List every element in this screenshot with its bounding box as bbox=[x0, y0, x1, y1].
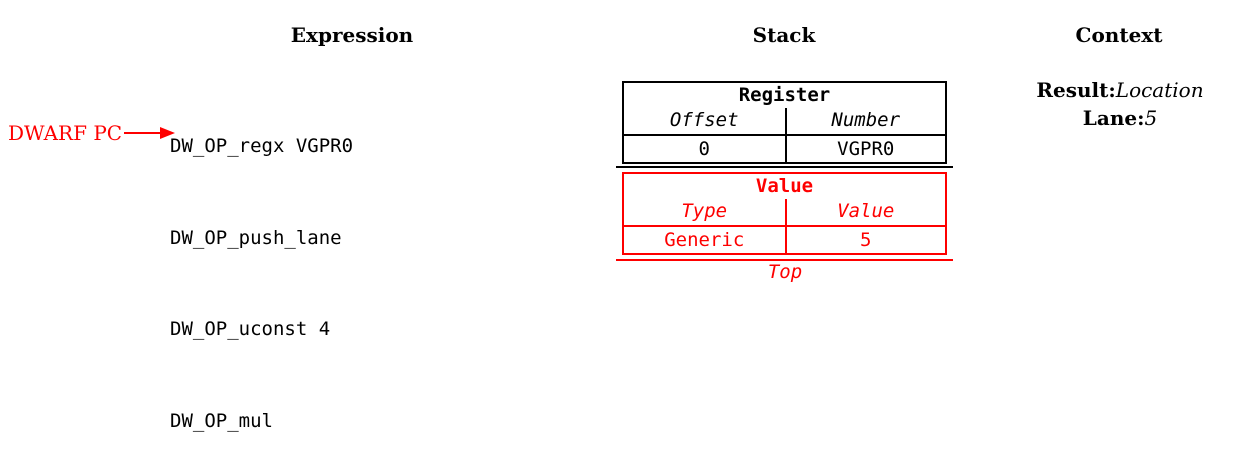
register-table-title: Register bbox=[738, 84, 831, 106]
lane-label: Lane: bbox=[1082, 106, 1145, 130]
value-value-header: Value bbox=[784, 199, 946, 225]
stack-value-entry-table: Value Type Value Generic 5 bbox=[622, 172, 947, 255]
register-number-header: Number bbox=[784, 108, 946, 134]
value-type-value: Generic bbox=[624, 225, 785, 253]
stack-column-header: Stack bbox=[752, 23, 816, 47]
expression-op: DW_OP_push_lane bbox=[170, 226, 342, 249]
stack-top-label: Top bbox=[767, 261, 803, 283]
expression-op: DW_OP_mul bbox=[170, 409, 273, 432]
expression-op-list: DW_OP_regx VGPR0 DW_OP_push_lane DW_OP_u… bbox=[170, 70, 353, 468]
register-number-value: VGPR0 bbox=[784, 134, 945, 162]
arrow-right-icon bbox=[124, 132, 161, 134]
dwarf-pc-label: DWARF PC bbox=[8, 121, 123, 145]
register-offset-header: Offset bbox=[669, 109, 739, 131]
result-label: Result: bbox=[1036, 78, 1116, 102]
lane-value: 5 bbox=[1144, 106, 1158, 130]
stack-register-entry-table: Register Offset Number 0 VGPR0 bbox=[622, 81, 947, 164]
register-offset-value: 0 bbox=[624, 134, 785, 162]
dwarf-pc-pointer: DWARF PC bbox=[8, 121, 176, 145]
register-table-underline bbox=[616, 166, 953, 168]
value-value-value: 5 bbox=[784, 225, 945, 253]
expression-column-header: Expression bbox=[290, 23, 414, 47]
context-lane-line: Lane:5 bbox=[1083, 106, 1157, 130]
context-column-header: Context bbox=[1075, 23, 1163, 47]
value-type-header: Type bbox=[681, 200, 728, 222]
expression-op: DW_OP_regx VGPR0 bbox=[170, 135, 354, 157]
result-value: Location bbox=[1115, 78, 1204, 102]
expression-op: DW_OP_uconst 4 bbox=[170, 318, 331, 340]
context-result-line: Result:Location bbox=[1036, 78, 1203, 102]
value-table-title: Value bbox=[755, 175, 814, 197]
arrow-head-icon bbox=[160, 127, 176, 139]
value-table-underline bbox=[616, 259, 953, 261]
